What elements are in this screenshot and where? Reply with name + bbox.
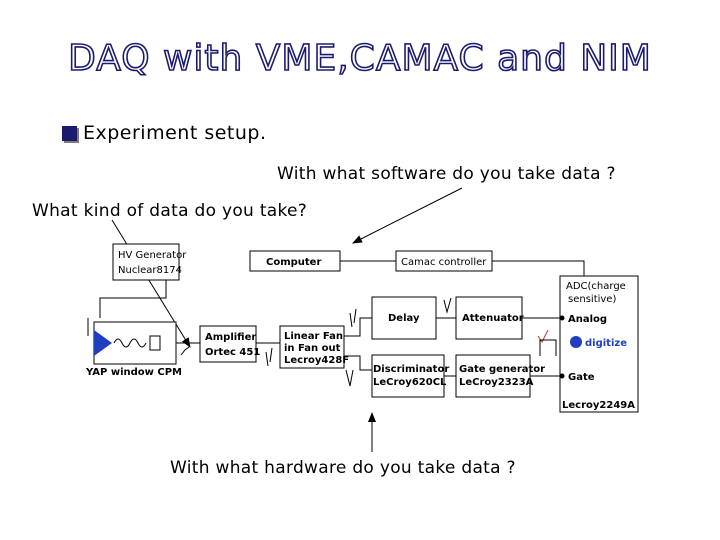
pulse-sketch-4 xyxy=(349,308,357,328)
analog-input-dot xyxy=(559,315,565,321)
linear-fan-box xyxy=(279,325,345,369)
question-hardware: With what hardware do you take data ? xyxy=(170,458,516,478)
pulse-sketch-6 xyxy=(443,297,452,314)
pmt-label: YAP window CPM xyxy=(85,367,182,378)
pulse-sketch-3 xyxy=(265,347,273,367)
linear-fan-label: Linear Fan xyxy=(284,331,343,342)
question-software: With what software do you take data ? xyxy=(277,164,616,184)
discriminator-box xyxy=(371,354,445,398)
pulse-sketch-7 xyxy=(537,329,549,343)
hv-generator-model: Nuclear8174 xyxy=(118,265,182,276)
software-arrow xyxy=(352,187,463,244)
amplifier-label: Amplifier xyxy=(205,332,256,343)
discriminator-model: LeCroy620CL xyxy=(373,377,447,388)
gate-input-label: Gate xyxy=(568,372,595,383)
digitize-label: digitize xyxy=(585,338,627,349)
pmt-dynode-icon xyxy=(113,338,147,348)
delay-label: Delay xyxy=(388,313,420,324)
pulse-sketch-2 xyxy=(180,346,190,356)
pmt-base-icon xyxy=(149,335,161,351)
discriminator-label: Discriminator xyxy=(373,364,449,375)
pmt-scintillator-icon xyxy=(94,330,112,356)
adc-label: ADC(charge xyxy=(566,281,626,292)
pulse-sketch-5 xyxy=(345,369,354,387)
gate-generator-model: LeCroy2323A xyxy=(459,377,534,388)
analog-input-label: Analog xyxy=(568,314,607,325)
linear-fan-model: Lecroy428F xyxy=(284,355,349,366)
hv-generator-label: HV Generator xyxy=(118,250,187,261)
amplifier-model: Ortec 451 xyxy=(205,347,260,358)
amplifier-box xyxy=(199,325,257,363)
delay-box xyxy=(371,296,437,340)
hv-cable xyxy=(99,280,167,318)
data-arrow xyxy=(111,219,191,348)
attenuator-label: Attenuator xyxy=(462,313,524,324)
gate-generator-box xyxy=(455,354,531,398)
camac-controller-label: Camac controller xyxy=(401,257,487,268)
computer-label: Computer xyxy=(266,257,321,268)
question-data: What kind of data do you take? xyxy=(32,201,308,221)
gate-generator-label: Gate generator xyxy=(459,364,545,375)
gate-pulse-sketch xyxy=(539,339,557,356)
adc-model: Lecroy2249A xyxy=(562,400,635,411)
fan-delay-link xyxy=(344,317,372,337)
bullet-text: Experiment setup. xyxy=(83,122,267,144)
fan-disc-link xyxy=(344,355,372,371)
linear-fan-sub: in Fan out xyxy=(284,343,341,354)
hv-generator-box xyxy=(112,243,180,281)
camac-adc-link xyxy=(492,260,585,276)
checkbox-bullet-icon xyxy=(62,125,77,141)
gate-input-dot xyxy=(559,373,565,379)
digitize-logo-icon xyxy=(570,336,582,348)
slide-title: DAQ with VME,CAMAC and NIM xyxy=(67,37,652,80)
adc-type: sensitive) xyxy=(568,294,616,305)
attenuator-box xyxy=(455,296,523,340)
bullet-item: Experiment setup. xyxy=(62,122,267,144)
